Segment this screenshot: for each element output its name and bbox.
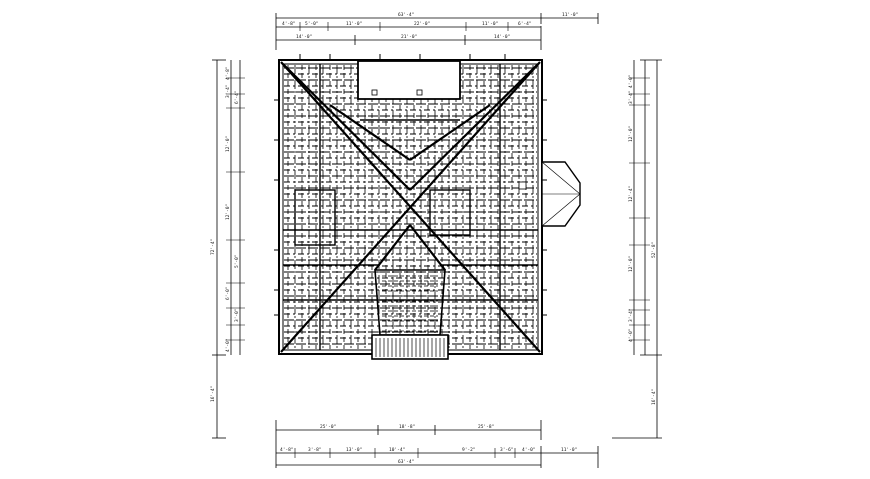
dim-left-inner-h: 3'-0" <box>234 308 240 322</box>
dim-right-inner-f: 3'-4" <box>628 308 634 322</box>
dim-top-r3-b: 21'-0" <box>401 34 417 40</box>
dim-left-inner-i: 4'-0" <box>225 338 231 352</box>
dim-bottom-r2-d: 10'-4" <box>389 447 405 453</box>
dim-bottom-r2-e: 9'-2" <box>462 447 476 453</box>
dim-left-inner-c: 6'-4" <box>234 90 240 104</box>
dim-bottom-r2-a: 4'-8" <box>280 447 294 453</box>
dim-left-inner-a: 4'-8" <box>225 66 231 80</box>
dim-left-inner-e: 12'-0" <box>225 204 231 220</box>
skylight-marker-right <box>416 89 423 96</box>
dim-bottom-r2-g: 4'-0" <box>522 447 536 453</box>
dim-right-inner-b: 3'-4" <box>628 90 634 104</box>
dim-bottom-overall: 63'-4" <box>398 459 414 465</box>
bottom-dimension-strings: 25'-0" 18'-8" 25'-8" 4'-8" 3'-8" 13'-0" … <box>275 420 599 468</box>
dim-top-r2-f: 6'-4" <box>518 21 532 27</box>
edge-ticks <box>274 54 547 316</box>
rafter-hatch <box>284 65 537 349</box>
dim-left-inner-b: 3'-4" <box>225 84 231 98</box>
dim-right-inner-g: 4'-0" <box>628 328 634 342</box>
dim-top-r2-c: 11'-0" <box>346 21 362 27</box>
dim-top-r2-a: 4'-8" <box>282 21 296 27</box>
top-dimension-strings: 63'-4" 11'-0" 4'-8" 5'-0" 11'-0" 22'-0" … <box>275 12 599 50</box>
dim-right-inner-a: 4'-0" <box>628 74 634 88</box>
dim-right-outer-b: 16'-4" <box>651 389 657 405</box>
dim-top-overall-right: 11'-0" <box>562 12 578 18</box>
dim-bottom-r1-a: 25'-0" <box>320 424 336 430</box>
dim-left-inner-d: 12'-0" <box>225 136 231 152</box>
dim-top-r3-a: 14'-0" <box>296 34 312 40</box>
interior-beams <box>283 64 538 350</box>
dim-top-r2-e: 11'-0" <box>482 21 498 27</box>
dim-top-r3-c: 14'-0" <box>494 34 510 40</box>
dim-bottom-r1-c: 25'-8" <box>478 424 494 430</box>
skylight-marker-left <box>371 89 378 96</box>
hip-lines <box>280 61 541 353</box>
dim-right-inner-e: 12'-0" <box>628 256 634 272</box>
left-dimension-strings: 72'-4" 16'-4" 4'-8" 3'-4" 6'-4" 12'-0" 1… <box>210 59 245 439</box>
dim-left-outer-b: 16'-4" <box>210 386 216 402</box>
dim-left-inner-g: 6'-0" <box>225 286 231 300</box>
dim-bottom-r2-f: 3'-6" <box>500 447 514 453</box>
dim-right-outer-a: 52'-8" <box>651 242 657 258</box>
dim-bottom-r2-b: 3'-8" <box>308 447 322 453</box>
dim-right-inner-d: 12'-4" <box>628 186 634 202</box>
front-gable <box>371 269 449 360</box>
right-bay-marker <box>518 181 527 190</box>
right-dimension-strings: 52'-8" 16'-4" 4'-0" 3'-4" 12'-0" 12'-4" … <box>612 59 662 439</box>
dim-bottom-r2-c: 13'-0" <box>346 447 362 453</box>
dim-top-overall-left: 63'-4" <box>398 12 414 18</box>
dim-top-r2-d: 22'-0" <box>414 21 430 27</box>
dim-left-inner-f: 5'-0" <box>234 254 240 268</box>
dim-left-outer-a: 72'-4" <box>210 239 216 255</box>
dim-right-inner-c: 12'-0" <box>628 126 634 142</box>
dim-top-r2-b: 5'-0" <box>305 21 319 27</box>
roof-plan <box>274 54 581 360</box>
dim-bottom-r1-b: 18'-8" <box>399 424 415 430</box>
dim-bottom-r2-h: 11'-0" <box>561 447 577 453</box>
